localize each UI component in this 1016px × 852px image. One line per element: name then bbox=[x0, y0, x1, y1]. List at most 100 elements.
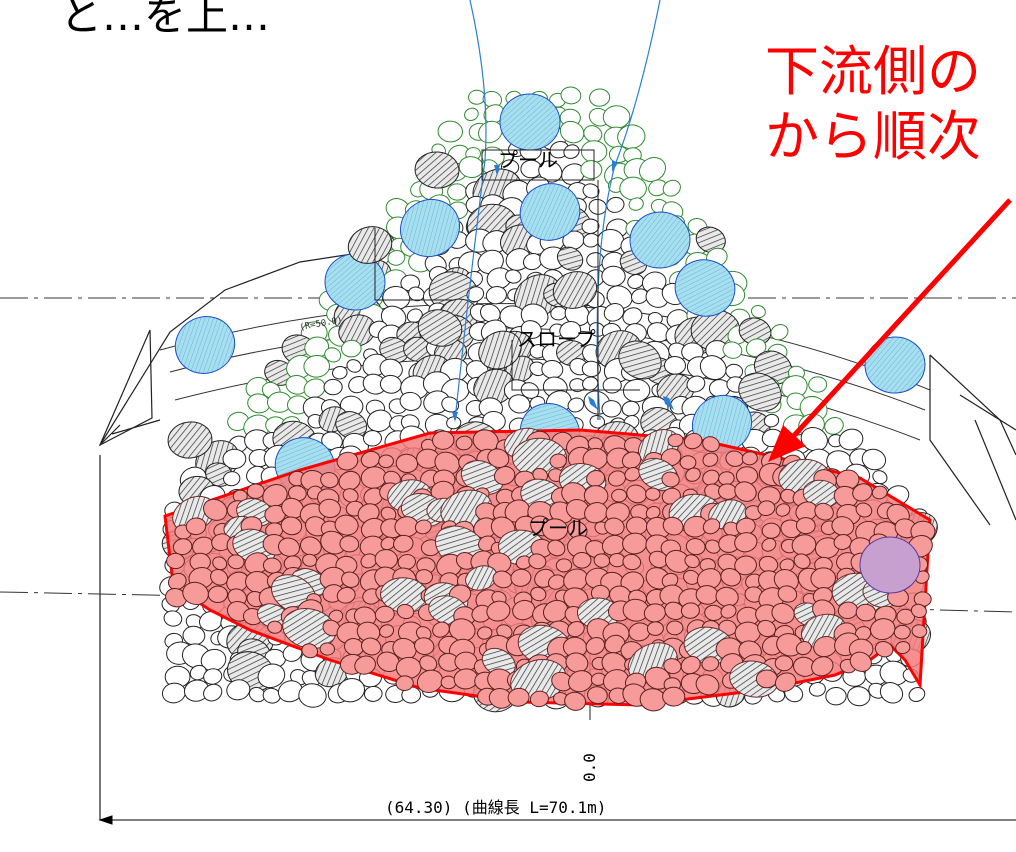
stone bbox=[606, 196, 625, 213]
stone bbox=[683, 432, 703, 450]
stone bbox=[379, 624, 395, 638]
stone bbox=[346, 359, 362, 373]
pool-lower-label: プール bbox=[528, 516, 588, 540]
stone bbox=[795, 517, 816, 535]
stone bbox=[342, 488, 359, 503]
stone bbox=[800, 427, 828, 452]
stone bbox=[627, 274, 644, 289]
stone bbox=[763, 413, 780, 428]
stone bbox=[319, 642, 335, 656]
stone bbox=[611, 488, 628, 503]
dimension-line bbox=[98, 815, 1016, 825]
stone bbox=[824, 417, 844, 435]
stone bbox=[167, 572, 187, 591]
stone bbox=[549, 453, 567, 469]
hatched-stone bbox=[417, 309, 463, 347]
dimension-label: (64.30) (曲線長 L=70.1m) bbox=[385, 798, 606, 817]
stone bbox=[166, 552, 185, 570]
red-stone-field bbox=[165, 427, 936, 712]
stone bbox=[838, 428, 864, 451]
stone bbox=[387, 250, 406, 266]
stone bbox=[185, 517, 207, 536]
stone bbox=[447, 183, 468, 201]
blue-stone bbox=[674, 259, 736, 317]
stone bbox=[695, 674, 720, 696]
stone bbox=[603, 302, 625, 322]
stone bbox=[336, 586, 356, 604]
stone bbox=[432, 621, 450, 638]
stone bbox=[303, 378, 326, 399]
stone bbox=[262, 484, 288, 507]
stone bbox=[246, 483, 265, 499]
stone bbox=[454, 651, 478, 672]
stone bbox=[399, 391, 422, 411]
hatched-stone bbox=[167, 421, 213, 459]
stone bbox=[833, 534, 852, 550]
stone bbox=[530, 586, 547, 602]
flow-lines bbox=[454, 0, 661, 421]
stone bbox=[477, 626, 493, 640]
stone bbox=[262, 557, 282, 574]
stone bbox=[685, 538, 706, 556]
stone bbox=[318, 498, 341, 519]
stone bbox=[585, 636, 606, 655]
stone bbox=[172, 538, 193, 556]
stone bbox=[874, 641, 894, 658]
stone bbox=[734, 555, 757, 576]
stone bbox=[661, 471, 680, 488]
stone bbox=[280, 516, 303, 536]
stone bbox=[720, 604, 737, 619]
stone bbox=[414, 519, 432, 535]
stone bbox=[364, 685, 383, 702]
stone bbox=[662, 686, 686, 707]
wing-walls bbox=[98, 251, 1016, 820]
stone bbox=[774, 655, 794, 672]
stone bbox=[872, 470, 888, 485]
stone bbox=[852, 483, 873, 502]
stone bbox=[604, 634, 626, 654]
stone bbox=[664, 355, 686, 375]
blue-stone bbox=[864, 336, 926, 394]
stone bbox=[808, 376, 828, 393]
stone bbox=[701, 656, 720, 672]
stone bbox=[416, 669, 444, 693]
stone bbox=[893, 624, 911, 640]
hatched-stone bbox=[552, 271, 598, 309]
stone bbox=[814, 502, 834, 521]
stone bbox=[395, 453, 419, 474]
stone bbox=[602, 377, 622, 394]
blue-stone bbox=[174, 316, 236, 374]
stone bbox=[761, 537, 777, 552]
stone bbox=[560, 86, 582, 105]
stone bbox=[441, 396, 460, 413]
stone bbox=[507, 687, 530, 707]
stone bbox=[334, 514, 359, 536]
stone bbox=[267, 620, 283, 634]
stone bbox=[419, 655, 438, 672]
stone bbox=[619, 176, 647, 201]
stone bbox=[393, 534, 414, 553]
stone bbox=[622, 553, 642, 571]
stone bbox=[528, 553, 547, 570]
stone bbox=[303, 354, 330, 378]
stone bbox=[662, 516, 684, 536]
stone bbox=[341, 339, 362, 358]
stone bbox=[662, 179, 681, 197]
stone bbox=[555, 558, 573, 573]
stone bbox=[895, 641, 911, 655]
stone bbox=[626, 516, 648, 536]
stone bbox=[486, 600, 511, 622]
hatched-stone bbox=[478, 330, 522, 370]
stone bbox=[257, 663, 286, 689]
stone bbox=[189, 664, 207, 681]
stone bbox=[645, 487, 661, 501]
stone bbox=[580, 160, 603, 180]
heading-fragment: と…を上… bbox=[60, 0, 270, 40]
stone bbox=[722, 341, 743, 359]
stone bbox=[222, 448, 247, 470]
stone bbox=[750, 305, 766, 319]
flow-arrows bbox=[452, 160, 674, 422]
stone bbox=[720, 567, 742, 587]
stone bbox=[855, 502, 873, 518]
